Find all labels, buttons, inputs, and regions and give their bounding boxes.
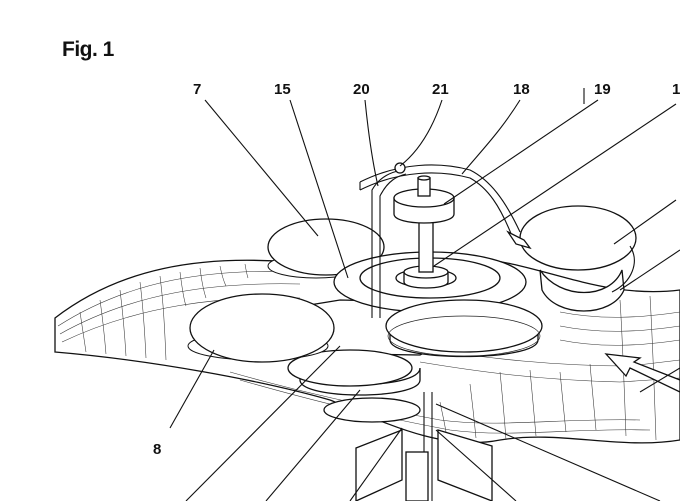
support-frame: [359, 162, 532, 318]
figure-title: Fig. 1: [62, 38, 114, 61]
direction-arrow: [604, 353, 680, 393]
upper-spindle-disc: [393, 175, 455, 224]
disc-front-left: [187, 293, 335, 363]
reference-labels: 7 15 20 21 18 19 1 8: [153, 81, 680, 458]
label-18: 18: [513, 81, 530, 98]
central-drum: [333, 219, 527, 313]
label-20: 20: [353, 81, 370, 98]
label-8: 8: [153, 441, 161, 458]
label-21: 21: [432, 81, 449, 98]
label-7: 7: [193, 81, 201, 98]
label-19: 19: [594, 81, 611, 98]
label-15: 15: [274, 81, 291, 98]
label-1: 1: [672, 81, 680, 98]
disc-front-right: [385, 299, 543, 358]
leader-lines: [169, 88, 680, 501]
